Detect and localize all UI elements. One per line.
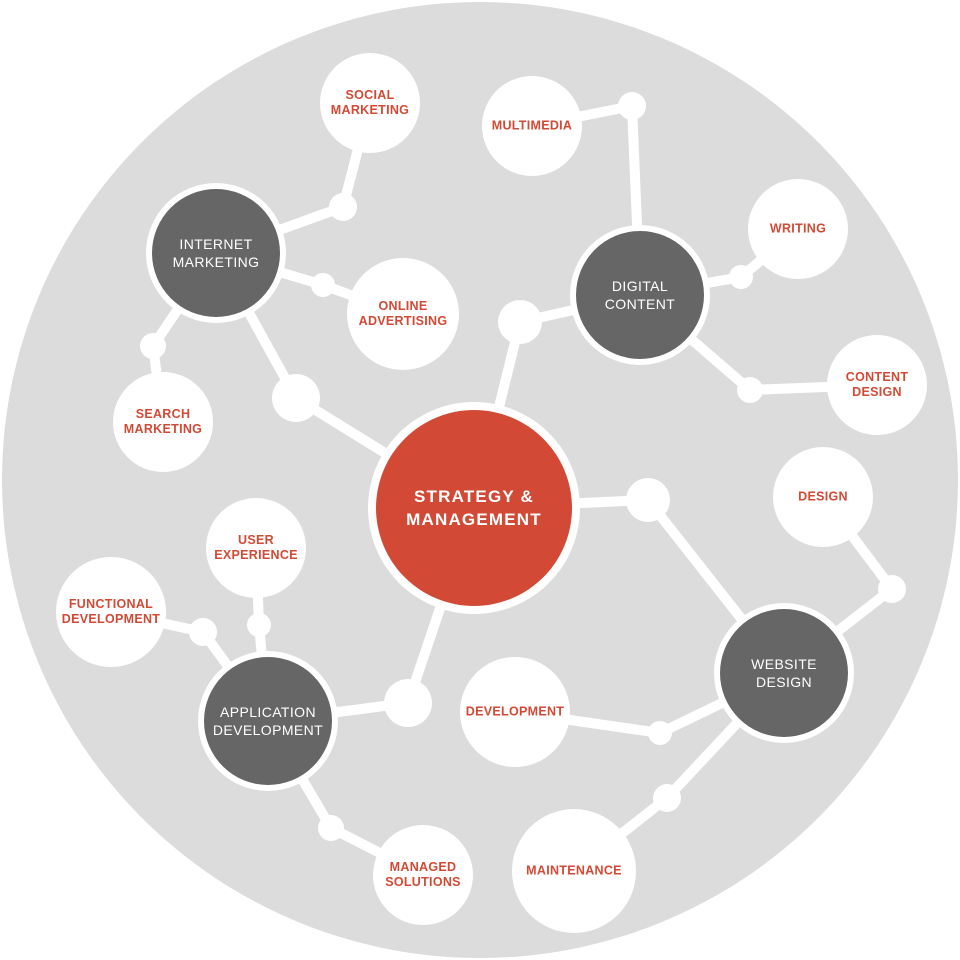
leaf-user-experience	[206, 498, 306, 598]
joint-design	[878, 575, 906, 603]
joint-center-internet	[272, 374, 320, 422]
hub-internet-marketing	[152, 189, 280, 317]
joint-user-experience	[247, 613, 271, 637]
joint-maintenance	[653, 784, 681, 812]
joint-development	[648, 721, 672, 745]
hub-digital-content	[576, 231, 704, 359]
hub-website-design	[720, 609, 848, 737]
joint-multimedia	[618, 92, 646, 120]
leaf-maintenance	[512, 809, 636, 933]
hub-application-development	[204, 657, 332, 785]
leaf-social-marketing	[320, 53, 420, 153]
joint-search	[140, 333, 166, 359]
leaf-writing	[748, 179, 848, 279]
leaf-development	[460, 657, 570, 767]
leaf-search-marketing	[113, 372, 213, 472]
joint-content-design	[737, 377, 763, 403]
center-strategy-management	[376, 410, 572, 606]
joint-center-digital	[498, 300, 542, 344]
leaf-managed-solutions	[373, 825, 473, 925]
connector-joints	[140, 92, 906, 841]
leaf-design	[773, 447, 873, 547]
joint-advertising	[311, 273, 335, 297]
node-circles	[56, 53, 927, 933]
joint-social	[329, 193, 357, 221]
leaf-online-advertising	[347, 258, 459, 370]
joint-center-application	[384, 679, 432, 727]
leaf-content-design	[827, 335, 927, 435]
joint-managed	[318, 815, 344, 841]
joint-functional	[189, 618, 217, 646]
leaf-multimedia	[482, 76, 582, 176]
joint-writing	[729, 265, 753, 289]
joint-center-website	[626, 478, 670, 522]
leaf-functional-development	[56, 557, 166, 667]
